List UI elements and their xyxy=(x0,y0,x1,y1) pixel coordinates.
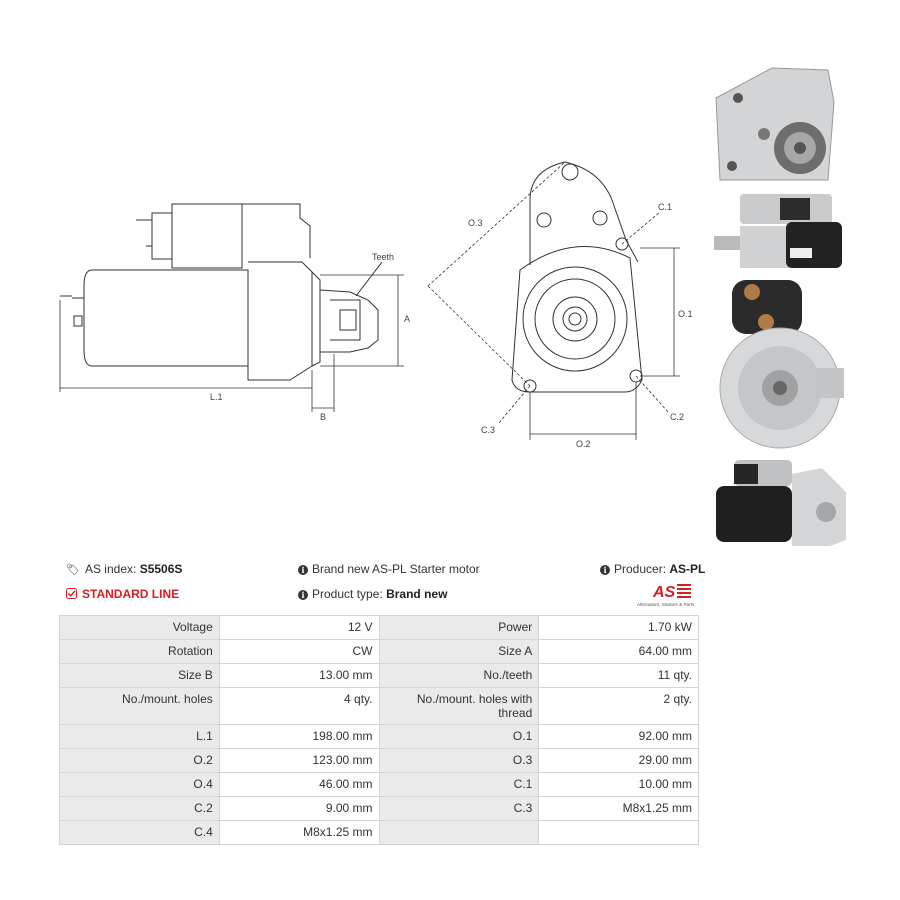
spec-label: O.1 xyxy=(378,724,540,749)
as-index: 🏷︎ AS index: S5506S xyxy=(66,562,182,576)
spec-label: O.2 xyxy=(59,748,220,773)
info-icon: i xyxy=(298,565,308,575)
spec-label: Rotation xyxy=(59,639,220,664)
label-o1: O.1 xyxy=(678,309,693,319)
spec-value: M8x1.25 mm xyxy=(538,796,699,821)
spec-value: M8x1.25 mm xyxy=(218,820,380,845)
spec-label: Voltage xyxy=(59,615,220,640)
spec-value: 92.00 mm xyxy=(538,724,699,749)
spec-label: Size A xyxy=(378,639,540,664)
spec-value: 2 qty. xyxy=(538,687,699,725)
label-o3: O.3 xyxy=(468,218,483,228)
label-o2: O.2 xyxy=(576,439,591,449)
label-c2: C.2 xyxy=(670,412,684,422)
spec-value: 4 qty. xyxy=(218,687,380,725)
product-type-value: Brand new xyxy=(386,587,448,601)
spec-label: O.4 xyxy=(59,772,220,797)
spec-value: 123.00 mm xyxy=(218,748,380,773)
label-l1: L.1 xyxy=(210,392,223,402)
as-pl-logo: AS Alternators, Starters & Parts xyxy=(637,582,701,608)
spec-label: No./mount. holes with thread xyxy=(378,687,540,725)
technical-drawing: Teeth A L.1 B O.3 C.1 O.1 C.2 C.3 O.2 xyxy=(59,161,693,449)
spec-value: CW xyxy=(218,639,380,664)
spec-value xyxy=(538,820,699,845)
spec-label: Power xyxy=(378,615,540,640)
spec-value: 198.00 mm xyxy=(218,724,380,749)
standard-line-label: STANDARD LINE xyxy=(82,587,180,601)
spec-value: 11 qty. xyxy=(538,663,699,688)
check-square-icon xyxy=(66,588,77,599)
spec-label xyxy=(378,820,540,845)
label-b: B xyxy=(320,412,326,422)
spec-label: No./teeth xyxy=(378,663,540,688)
photo-angled-view xyxy=(716,460,846,546)
producer-label: Producer: xyxy=(614,562,667,576)
spec-value: 9.00 mm xyxy=(218,796,380,821)
as-index-label: AS index: xyxy=(84,562,137,576)
as-index-value: S5506S xyxy=(139,562,183,576)
label-c3: C.3 xyxy=(481,425,495,435)
photo-side-view xyxy=(714,194,842,268)
producer: i Producer: AS-PL xyxy=(600,562,705,576)
spec-value: 13.00 mm xyxy=(218,663,380,688)
info-icon: i xyxy=(600,565,610,575)
spec-label: C.4 xyxy=(59,820,220,845)
info-icon: i xyxy=(298,590,308,600)
svg-text:AS: AS xyxy=(652,584,676,601)
label-a: A xyxy=(404,314,410,324)
standard-line: STANDARD LINE xyxy=(66,587,179,601)
product-type: i Product type: Brand new xyxy=(298,587,447,601)
spec-value: 64.00 mm xyxy=(538,639,699,664)
spec-value: 10.00 mm xyxy=(538,772,699,797)
spec-value: 29.00 mm xyxy=(538,748,699,773)
label-c1: C.1 xyxy=(658,202,672,212)
photo-front-flange xyxy=(715,67,835,181)
spec-label: No./mount. holes xyxy=(59,687,220,725)
spec-value: 1.70 kW xyxy=(538,615,699,640)
spec-label: C.3 xyxy=(378,796,540,821)
photo-rear-view xyxy=(719,280,844,449)
spec-label: O.3 xyxy=(378,748,540,773)
product-type-label: Product type: xyxy=(312,587,383,601)
spec-label: Size B xyxy=(59,663,220,688)
svg-text:Alternators, Starters & Parts: Alternators, Starters & Parts xyxy=(637,602,695,607)
spec-label: L.1 xyxy=(59,724,220,749)
spec-label: C.2 xyxy=(59,796,220,821)
producer-value: AS-PL xyxy=(669,562,706,576)
tag-icon: 🏷︎ xyxy=(66,564,80,576)
spec-label: C.1 xyxy=(378,772,540,797)
spec-value: 46.00 mm xyxy=(218,772,380,797)
description: i Brand new AS-PL Starter motor xyxy=(298,562,480,576)
description-text: Brand new AS-PL Starter motor xyxy=(312,562,480,576)
label-teeth: Teeth xyxy=(372,252,394,262)
spec-value: 12 V xyxy=(218,615,380,640)
